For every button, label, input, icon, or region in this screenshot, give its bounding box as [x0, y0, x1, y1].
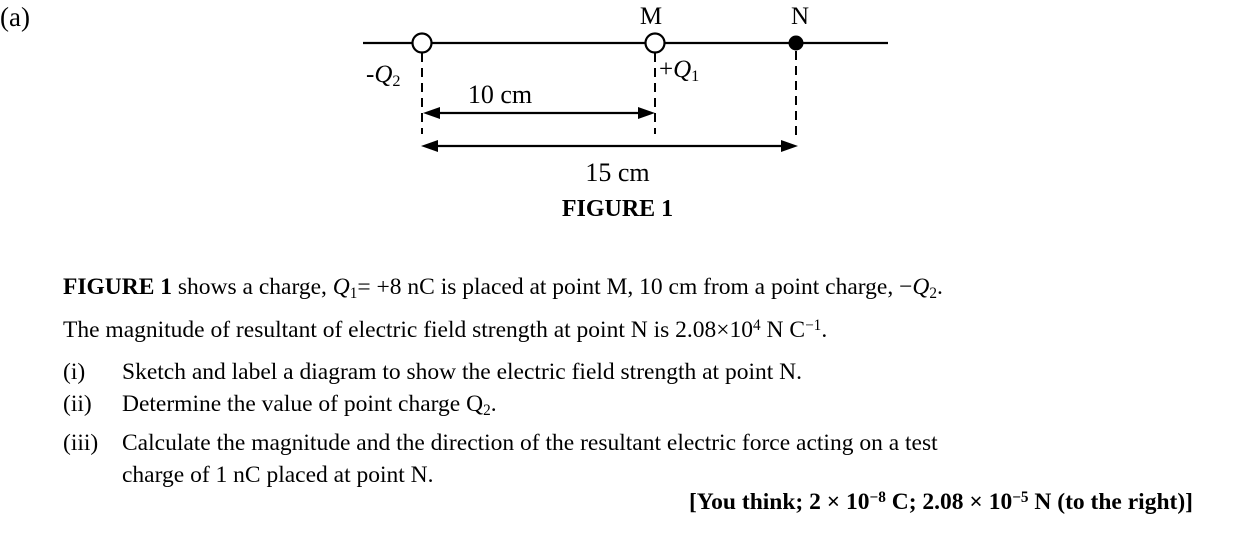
- q2-symbol-inline: Q: [912, 274, 930, 300]
- q2-sign: -: [366, 61, 375, 88]
- arrow-10cm: [423, 107, 655, 119]
- question-i-text: Sketch and label a diagram to show the e…: [122, 359, 802, 385]
- q1-subscript: 1: [691, 67, 700, 86]
- question-ii-text: Determine the value of point charge Q2.: [122, 391, 497, 419]
- answer-hint: [You think; 2 × 10−8 C; 2.08 × 10−5 N (t…: [688, 489, 1193, 515]
- question-i: (i) Sketch and label a diagram to show t…: [63, 356, 938, 388]
- part-label: (a): [0, 2, 30, 32]
- question-iii-text: Calculate the magnitude and the directio…: [122, 429, 938, 488]
- distance-10cm-label: 10 cm: [467, 80, 533, 109]
- question-iii-number: (iii): [63, 429, 99, 456]
- exponent-minus-1: −1: [805, 316, 822, 334]
- arrow-15cm: [421, 140, 798, 152]
- question-iii: (iii) Calculate the magnitude and the di…: [63, 427, 938, 491]
- q1-symbol: Q: [673, 56, 692, 83]
- problem-paragraph: FIGURE 1 shows a charge, Q1= +8 nC is pl…: [63, 271, 943, 346]
- exponent-minus-5: −5: [1012, 489, 1029, 507]
- q2-charge-circle: [411, 32, 433, 54]
- exponent-minus-8: −8: [869, 489, 886, 507]
- question-ii: (ii) Determine the value of point charge…: [63, 388, 938, 427]
- point-n-dot: [788, 35, 804, 51]
- question-ii-number: (ii): [63, 391, 92, 417]
- figure-canvas: [363, 32, 888, 152]
- q1-symbol-inline: Q: [332, 274, 350, 300]
- question-list: (i) Sketch and label a diagram to show t…: [63, 356, 938, 491]
- distance-15cm-label: 15 cm: [585, 158, 650, 187]
- charge-q2-label: -Q2: [366, 62, 401, 89]
- point-n-label: N: [790, 3, 810, 30]
- q2-symbol: Q: [374, 61, 393, 88]
- figure-1-diagram: M N -Q2 +Q1 10 cm 15 cm FIGURE 1: [0, 0, 1258, 245]
- charge-q1-label: +Q1: [659, 57, 699, 84]
- q1-sign: +: [659, 56, 674, 83]
- exponent-4: 4: [753, 316, 761, 334]
- q2-subscript: 2: [392, 72, 401, 91]
- problem-line-1: FIGURE 1 shows a charge, Q1= +8 nC is pl…: [63, 274, 943, 302]
- point-m-label: M: [639, 3, 663, 30]
- problem-line-2: The magnitude of resultant of electric f…: [63, 316, 828, 343]
- question-i-number: (i): [63, 359, 86, 385]
- q2-subscript-inline: 2: [483, 401, 491, 419]
- figure-ref-bold: FIGURE 1: [63, 274, 173, 300]
- figure-caption: FIGURE 1: [561, 196, 674, 222]
- q1-charge-circle: [644, 32, 666, 54]
